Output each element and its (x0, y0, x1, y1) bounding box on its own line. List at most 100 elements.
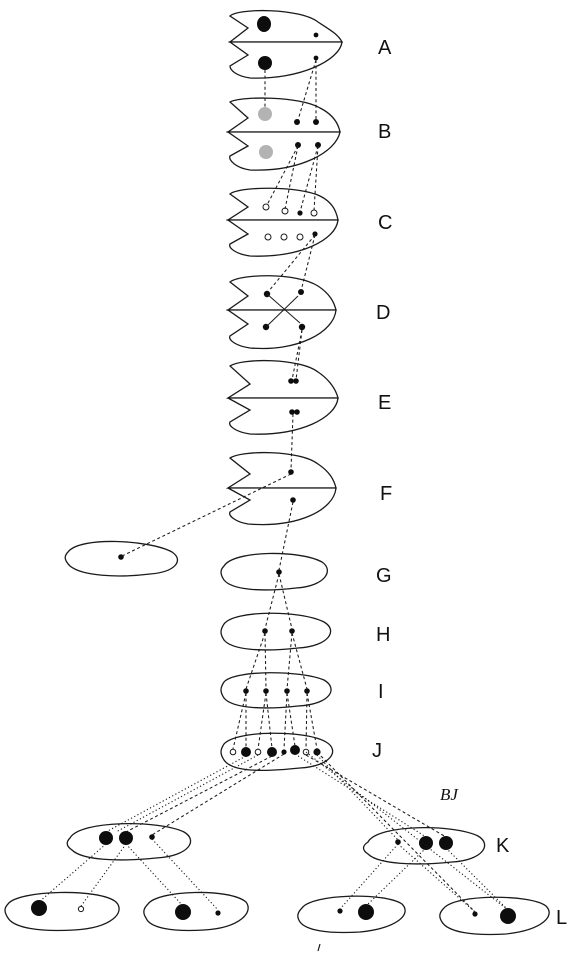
stage-g (220, 552, 328, 591)
lineage-j-kr-2 (305, 754, 447, 838)
lineage-j-kr-3 (316, 754, 399, 841)
stage-l-cell-4 (439, 896, 550, 936)
stage-l-cell-2-nucleus-large (175, 904, 191, 920)
lineage-c-d-1 (267, 234, 316, 293)
stage-h-nucleus-right (289, 628, 295, 634)
lineage-g-h-2 (278, 573, 293, 630)
label-b: B (378, 121, 391, 143)
stage-c-lower-nucleus-2 (280, 233, 288, 241)
stage-d (225, 275, 337, 350)
stage-l-cell-2 (143, 891, 249, 932)
stray-mark (317, 943, 321, 952)
lineage-f-g (278, 501, 294, 571)
stage-k-right-nucleus-3 (439, 836, 453, 850)
stage-labels: A B C D E F G H I J K L BJ (372, 37, 567, 929)
stage-e-lower-nucleus-2 (294, 409, 300, 415)
lineage-d-e-1 (291, 329, 303, 381)
label-e: E (378, 392, 391, 414)
stage-j-nucleus-6 (290, 745, 300, 755)
stage-c (225, 187, 339, 257)
stage-b-lower-centriole-1 (295, 142, 301, 148)
stage-a-lower-cell (227, 41, 343, 79)
stage-k-left-nucleus-1 (99, 831, 113, 845)
stage-h (220, 612, 332, 651)
label-j: J (372, 740, 382, 762)
stage-e (225, 359, 339, 435)
stage-b-upper-cell (225, 97, 341, 133)
stage-d-upper-cell (225, 275, 337, 311)
lineage-g-h-1 (264, 573, 280, 630)
label-h: H (376, 624, 390, 646)
stage-f-lower-cell (227, 487, 337, 526)
stage-l-cell-3-nucleus-small (337, 908, 343, 914)
stage-j-nucleus-3 (254, 748, 262, 756)
stage-l-cell-3-nucleus-large (358, 904, 374, 920)
label-i: I (378, 681, 384, 703)
stage-a-lower-centriole (313, 55, 319, 61)
lineage-i-j-8 (306, 692, 318, 750)
stage-i-nucleus-3 (284, 688, 290, 694)
lineage-h-i-1 (245, 632, 266, 690)
stage-e-lower-cell (227, 397, 339, 435)
stage-j-nucleus-1 (229, 748, 237, 756)
stage-h-cell (220, 612, 332, 651)
lineage-kr-l-1 (339, 843, 399, 910)
lineage-i-j-5 (283, 692, 288, 750)
label-d: D (376, 302, 390, 324)
lineage-d-e-2 (295, 329, 303, 381)
stage-l-cell-1-nucleus-small (77, 905, 85, 913)
stage-a-upper-cell (228, 9, 344, 43)
stage-c-lower-nucleus-3 (296, 233, 304, 241)
lineage-h-i-4 (291, 632, 308, 690)
stage-d-crossing-arrow-1 (266, 293, 301, 324)
stage-b-upper-centriole-1 (294, 119, 300, 125)
stage-b-upper-nucleus (258, 107, 272, 121)
stage-a-upper-centriole (313, 32, 319, 38)
stage-l-cell-3 (297, 895, 406, 934)
stage-i-nucleus-1 (243, 688, 249, 694)
stage-k-left (66, 823, 192, 861)
stage-d-lower-nucleus-right (298, 323, 306, 331)
stage-g-cell (220, 552, 328, 591)
stage-c-upper-nucleus-3 (310, 209, 318, 217)
stage-b-lower-cell (225, 131, 341, 171)
stage-i (220, 672, 332, 709)
stage-g-nucleus (276, 569, 282, 575)
lineage-h-i-2 (264, 632, 267, 690)
lineage-kr-l-4 (445, 847, 509, 911)
stage-e-upper-nucleus-1 (288, 378, 294, 384)
lineage-h-i-3 (286, 632, 293, 690)
lineage-j-kl-2 (125, 755, 273, 833)
stage-e-upper-nucleus-2 (293, 378, 299, 384)
stage-l-cell-4-nucleus-small (472, 911, 478, 917)
stage-l-cell-1-nucleus-large (31, 900, 47, 916)
stage-j-nucleus-5 (281, 749, 287, 755)
lineage-e-f (290, 413, 294, 471)
lineage-i-j-7 (305, 692, 308, 750)
detached-cell (64, 540, 178, 577)
stage-i-cell (220, 672, 332, 709)
lineage-kl-l-1 (38, 843, 107, 903)
stage-b (225, 97, 341, 171)
stage-h-nucleus-left (262, 628, 268, 634)
stage-k-right-nucleus-1 (395, 839, 401, 845)
stage-l-cell-2-nucleus-small (215, 910, 221, 916)
stage-e-lower-nucleus-1 (289, 409, 295, 415)
lineage-c-d-2 (300, 234, 316, 292)
lineage-j-kl-1 (105, 755, 247, 833)
stage-l-cell-4-nucleus-large (500, 908, 516, 924)
stage-c-lower-centriole (312, 231, 318, 237)
stage-j-nucleus-2 (241, 747, 251, 757)
stage-d-lower-cell (225, 309, 337, 350)
lineage-i-j-1 (232, 692, 247, 750)
stage-a-lower-nucleus (258, 56, 272, 70)
stage-c-upper-cell (225, 187, 339, 221)
lineage-i-j-4 (265, 692, 273, 749)
lineage-b-c-3 (299, 145, 319, 213)
lineage-i-j-3 (257, 692, 267, 750)
artist-monogram: BJ (440, 785, 459, 804)
stage-i-nucleus-2 (263, 688, 269, 694)
stage-e-upper-cell (225, 359, 339, 399)
